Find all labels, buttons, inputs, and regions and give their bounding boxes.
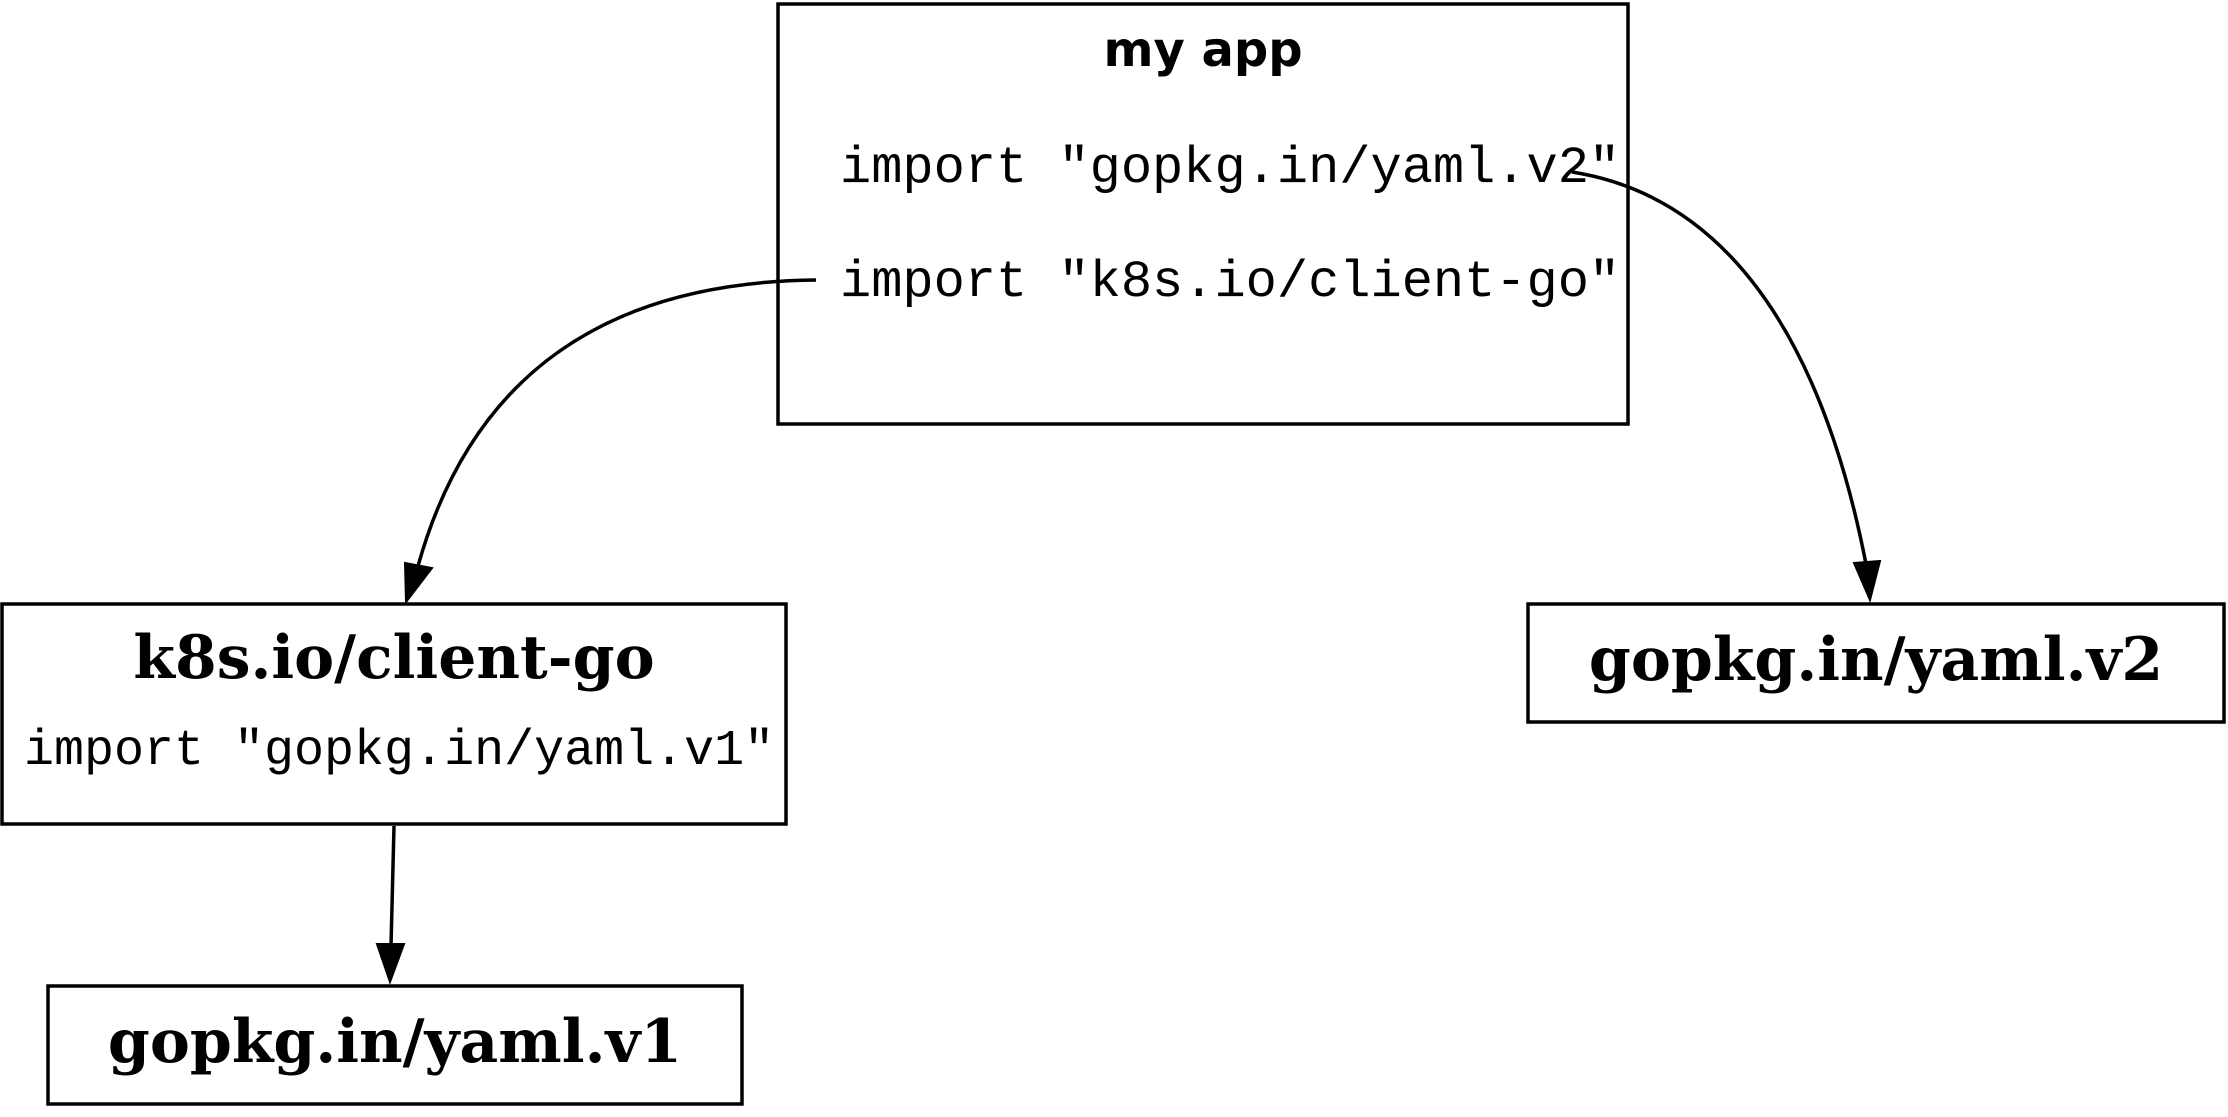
node-my-app: my app import "gopkg.in/yaml.v2" import … bbox=[776, 2, 1630, 426]
yaml-v1-box bbox=[46, 984, 744, 1106]
my-app-import-client-go: import "k8s.io/client-go" bbox=[840, 253, 1620, 312]
client-go-import-yaml-v1: import "gopkg.in/yaml.v1" bbox=[24, 723, 774, 780]
node-yaml-v2: gopkg.in/yaml.v2 bbox=[1526, 602, 2226, 724]
my-app-title: my app bbox=[1103, 22, 1302, 78]
edge-line bbox=[389, 825, 396, 947]
yaml-v1-title: gopkg.in/yaml.v1 bbox=[108, 1007, 682, 1077]
edge-line bbox=[416, 278, 817, 567]
arrow-head bbox=[403, 561, 434, 605]
edge-client-go-to-yaml-v1 bbox=[375, 825, 406, 985]
my-app-box bbox=[776, 2, 1630, 426]
client-go-title: k8s.io/client-go bbox=[133, 623, 654, 693]
yaml-v2-box bbox=[1526, 602, 2226, 724]
node-client-go: k8s.io/client-go import "gopkg.in/yaml.v… bbox=[0, 602, 788, 826]
node-yaml-v1: gopkg.in/yaml.v1 bbox=[46, 984, 744, 1106]
arrow-head bbox=[375, 943, 406, 985]
client-go-box bbox=[0, 602, 788, 826]
edge-my-app-to-yaml-v2 bbox=[1571, 170, 1882, 604]
arrow-head bbox=[1852, 559, 1882, 604]
my-app-import-yaml-v2: import "gopkg.in/yaml.v2" bbox=[840, 139, 1620, 198]
yaml-v2-title: gopkg.in/yaml.v2 bbox=[1589, 625, 2163, 695]
edge-line bbox=[1571, 170, 1868, 565]
edge-my-app-to-client-go bbox=[403, 278, 817, 605]
